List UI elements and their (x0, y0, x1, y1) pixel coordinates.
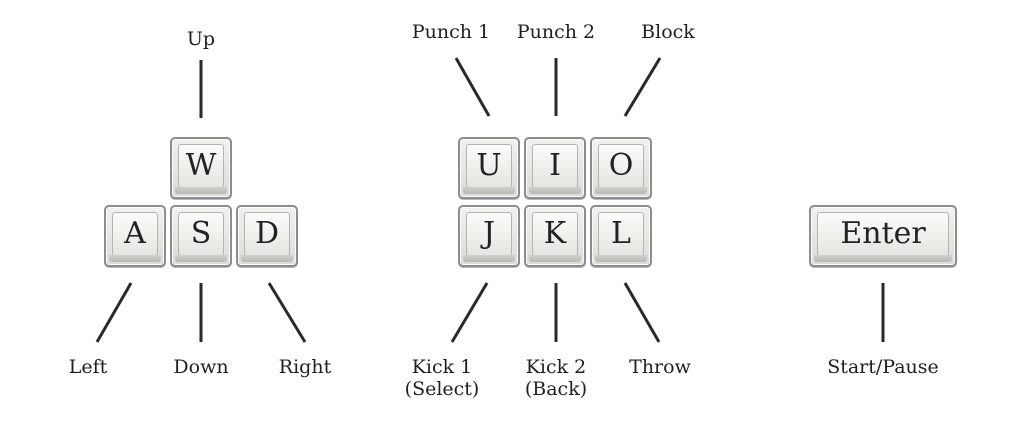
right-connector-line (267, 282, 307, 343)
key-l-label: L (598, 212, 644, 256)
label-kick-2-note: (Back) (524, 378, 588, 400)
label-start-pause: Start/Pause (827, 356, 939, 378)
block-connector-line (623, 57, 662, 117)
key-w: W (170, 137, 232, 199)
label-kick-1: Kick 1 (Select) (405, 356, 480, 400)
label-kick-2: Kick 2 (Back) (525, 356, 587, 400)
throw-connector-line (623, 282, 661, 343)
key-d-label: D (244, 212, 290, 256)
label-kick-1-note: (Select) (404, 378, 480, 400)
key-enter: Enter (809, 205, 957, 267)
label-block: Block (641, 21, 695, 43)
label-punch-1: Punch 1 (411, 21, 491, 43)
key-a-label: A (112, 212, 158, 256)
label-throw: Throw (629, 356, 691, 378)
key-j-label: J (466, 212, 512, 256)
key-o-label: O (598, 144, 644, 188)
label-right: Right (278, 356, 332, 378)
key-w-label: W (178, 144, 224, 188)
key-s-label: S (178, 212, 224, 256)
key-j: J (458, 205, 520, 267)
label-left: Left (68, 356, 108, 378)
key-a: A (104, 205, 166, 267)
kick1-connector-line (450, 282, 489, 343)
key-k-label: K (532, 212, 578, 256)
key-u: U (458, 137, 520, 199)
label-kick-1-text: Kick 1 (411, 356, 473, 378)
key-i-label: I (532, 144, 578, 188)
key-o: O (590, 137, 652, 199)
key-enter-label: Enter (817, 212, 949, 256)
label-kick-2-text: Kick 2 (525, 356, 587, 378)
punch1-connector-line (454, 57, 491, 117)
key-l: L (590, 205, 652, 267)
label-punch-2: Punch 2 (516, 21, 596, 43)
key-k: K (524, 205, 586, 267)
key-i: I (524, 137, 586, 199)
key-s: S (170, 205, 232, 267)
label-down: Down (173, 356, 229, 378)
label-up: Up (186, 28, 216, 50)
left-connector-line (95, 282, 133, 343)
key-d: D (236, 205, 298, 267)
key-u-label: U (466, 144, 512, 188)
